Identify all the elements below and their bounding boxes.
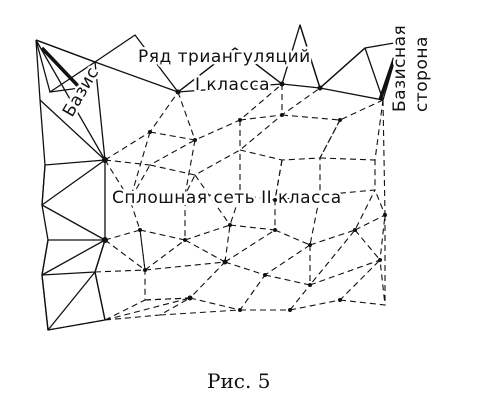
triangulation-nodes <box>102 81 387 312</box>
basis-figure <box>35 39 97 94</box>
row-label-line2: I класса <box>195 75 270 95</box>
figure-caption: Рис. 5 <box>207 369 270 393</box>
row-label-line1: Ряд триангуляций <box>138 47 311 67</box>
network-label: Сплошная сеть II класса <box>112 188 342 208</box>
basis-side-label-line1: Базисная <box>390 25 410 112</box>
basis-side-label-line2: сторона <box>412 36 432 112</box>
basis-side-figure <box>378 41 402 101</box>
